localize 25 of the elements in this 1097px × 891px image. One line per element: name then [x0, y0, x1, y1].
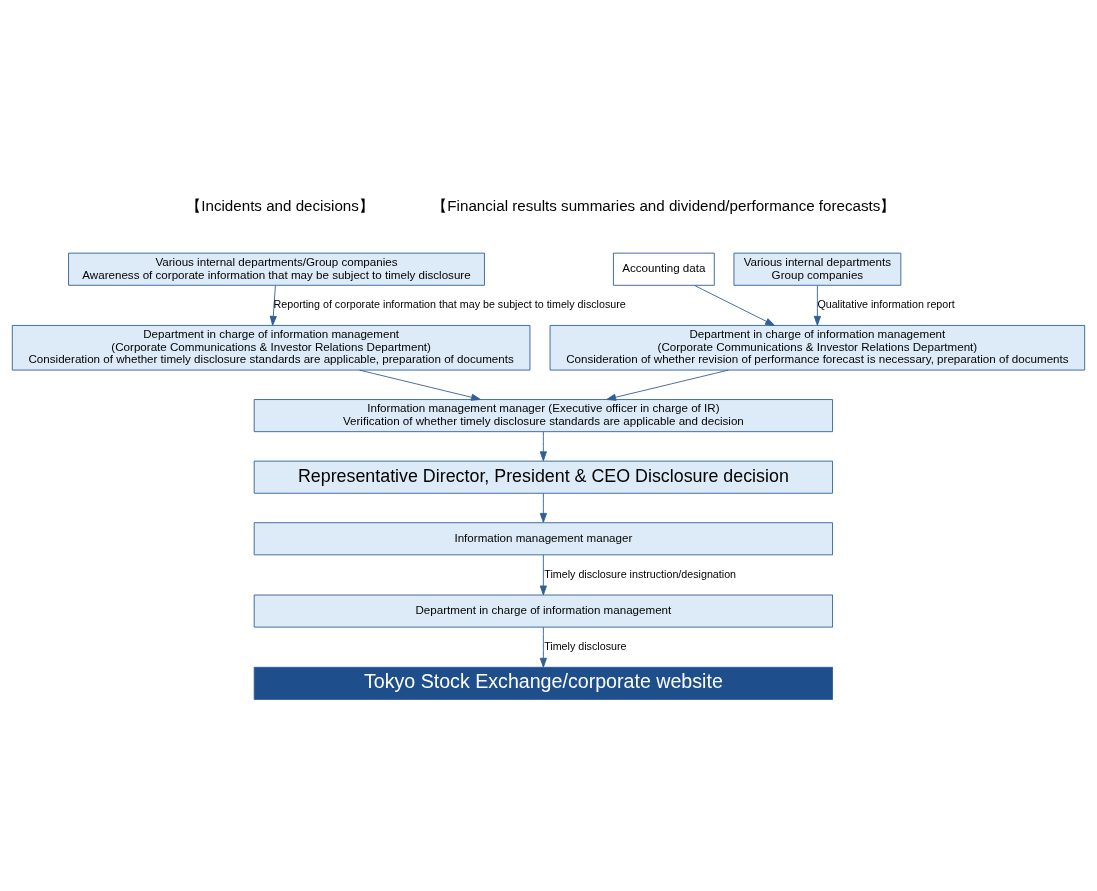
arrow [269, 285, 277, 326]
node-box: Information management manager (Executive officer in charge of IR) Verification of whether timely disclosure standards are applicable and decision [253, 399, 833, 433]
edge-label: Qualitative information report [817, 298, 955, 311]
node-box: Various internal departments Group companies [733, 252, 902, 286]
node-box: Accounting data [613, 252, 715, 286]
arrow [539, 554, 547, 596]
arrow [539, 431, 547, 462]
node-box: Department in charge of information management (Corporate Communications & Investor Relations Department) Consideration of whether revision of performance forecast is necessary, preparation of documents [549, 325, 1086, 371]
label: 【Incidents and decisions】 [186, 197, 374, 215]
node-box: Department in charge of information management (Corporate Communications & Investor Relations Department) Consideration of whether timely disclosure standards are applicable, preparation of documents [11, 325, 531, 371]
arrow [539, 626, 547, 668]
node-box: Various internal departments/Group companies Awareness of corporate information that may be subject to timely disclosure [68, 252, 485, 286]
arrow [694, 285, 775, 326]
edge-label: Timely disclosure [544, 639, 627, 652]
arrow [359, 369, 481, 401]
node-box: Department in charge of information management [253, 594, 833, 628]
label: 【Financial results summaries and dividend/performance forecasts】 [432, 197, 896, 215]
node-box: Information management manager [253, 522, 833, 556]
edge-label: Reporting of corporate information that may be subject to timely disclosure [273, 298, 626, 311]
node-box: Tokyo Stock Exchange/corporate website [253, 666, 833, 700]
arrow [813, 285, 821, 326]
node-box: Representative Director, President & CEO Disclosure decision [253, 460, 833, 494]
arrow [606, 369, 729, 401]
arrow [539, 493, 547, 523]
edge-label: Timely disclosure instruction/designation [544, 567, 737, 580]
